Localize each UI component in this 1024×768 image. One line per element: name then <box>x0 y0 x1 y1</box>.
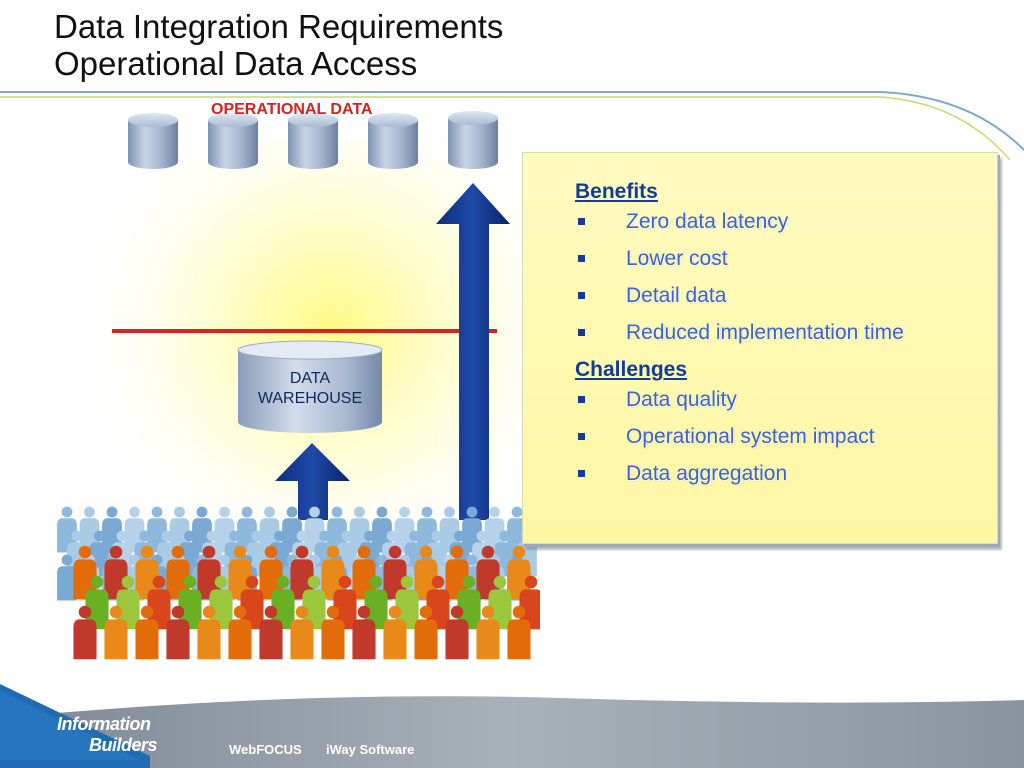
person-icon <box>135 605 159 660</box>
person-icon <box>445 545 469 600</box>
person-icon <box>507 545 531 600</box>
webfocus-label: WebFOCUS <box>229 742 302 757</box>
person-icon <box>73 545 97 600</box>
crowd-of-users-illustration <box>57 506 540 660</box>
person-icon <box>414 545 438 600</box>
person-icon <box>507 605 531 660</box>
benefit-text: Lower cost <box>626 247 728 270</box>
warehouse-label-line-2: WAREHOUSE <box>257 390 363 407</box>
list-item: Operational system impact <box>575 424 875 461</box>
list-item: Zero data latency <box>575 209 788 246</box>
person-icon <box>383 545 407 600</box>
person-icon <box>352 605 376 660</box>
person-icon <box>457 575 481 630</box>
red-divider-line <box>112 329 497 333</box>
person-icon <box>271 575 295 630</box>
person-icon <box>383 605 407 660</box>
list-item: Detail data <box>575 283 726 320</box>
person-icon <box>290 605 314 660</box>
person-icon <box>395 575 419 630</box>
benefit-text: Reduced implementation time <box>626 321 904 344</box>
bullet-icon <box>578 255 585 262</box>
person-icon <box>476 605 500 660</box>
person-icon <box>135 545 159 600</box>
person-icon <box>197 545 221 600</box>
person-icon <box>240 575 264 630</box>
person-icon <box>321 545 345 600</box>
person-icon <box>104 605 128 660</box>
person-icon <box>73 605 97 660</box>
benefits-heading: Benefits <box>575 180 658 203</box>
person-icon <box>302 575 326 630</box>
operational-data-label: OPERATIONAL DATA <box>211 101 373 118</box>
logo-line-2: Builders <box>89 735 158 755</box>
bullet-icon <box>578 433 585 440</box>
logo-line-1: Information <box>57 714 151 734</box>
warehouse-label-line-1: DATA <box>289 370 331 387</box>
person-icon <box>228 605 252 660</box>
bullet-icon <box>578 218 585 225</box>
person-icon <box>259 605 283 660</box>
slide-title: Data Integration Requirements Operationa… <box>54 8 503 82</box>
person-icon <box>290 545 314 600</box>
person-icon <box>116 575 140 630</box>
person-icon <box>166 545 190 600</box>
person-icon <box>445 605 469 660</box>
person-icon <box>166 605 190 660</box>
person-icon <box>476 545 500 600</box>
person-icon <box>178 575 202 630</box>
person-icon <box>364 575 388 630</box>
person-icon <box>147 575 171 630</box>
benefit-text: Zero data latency <box>626 210 789 233</box>
bullet-icon <box>578 470 585 477</box>
person-icon <box>488 575 512 630</box>
iway-software-label: iWay Software <box>326 742 415 757</box>
challenges-heading: Challenges <box>575 358 688 381</box>
person-icon <box>414 605 438 660</box>
challenge-text: Data aggregation <box>626 462 788 485</box>
person-icon <box>333 575 357 630</box>
warehouse-cylinder-icon <box>237 340 383 433</box>
bullet-icon <box>578 292 585 299</box>
benefit-text: Detail data <box>626 284 727 307</box>
person-icon <box>209 575 233 630</box>
list-item: Data aggregation <box>575 461 787 498</box>
person-icon <box>57 554 77 601</box>
person-icon <box>197 605 221 660</box>
data-warehouse: DATA WAREHOUSE <box>237 340 383 435</box>
list-item: Data quality <box>575 387 737 424</box>
bullet-icon <box>578 329 585 336</box>
footer-background <box>0 684 1024 768</box>
person-icon <box>321 605 345 660</box>
bullet-icon <box>578 396 585 403</box>
person-icon <box>85 575 109 630</box>
list-item: Reduced implementation time <box>575 320 904 357</box>
person-icon <box>519 575 540 630</box>
title-line-1: Data Integration Requirements <box>54 8 504 45</box>
person-icon <box>228 545 252 600</box>
title-line-2: Operational Data Access <box>54 45 418 82</box>
benefits-challenges-panel: Benefits Zero data latency Lower cost De… <box>522 152 998 544</box>
person-icon <box>352 545 376 600</box>
footer-band <box>0 660 1024 768</box>
person-icon <box>104 545 128 600</box>
challenge-text: Data quality <box>626 388 737 411</box>
challenge-text: Operational system impact <box>626 425 875 448</box>
list-item: Lower cost <box>575 246 728 283</box>
person-icon <box>259 545 283 600</box>
person-icon <box>426 575 450 630</box>
